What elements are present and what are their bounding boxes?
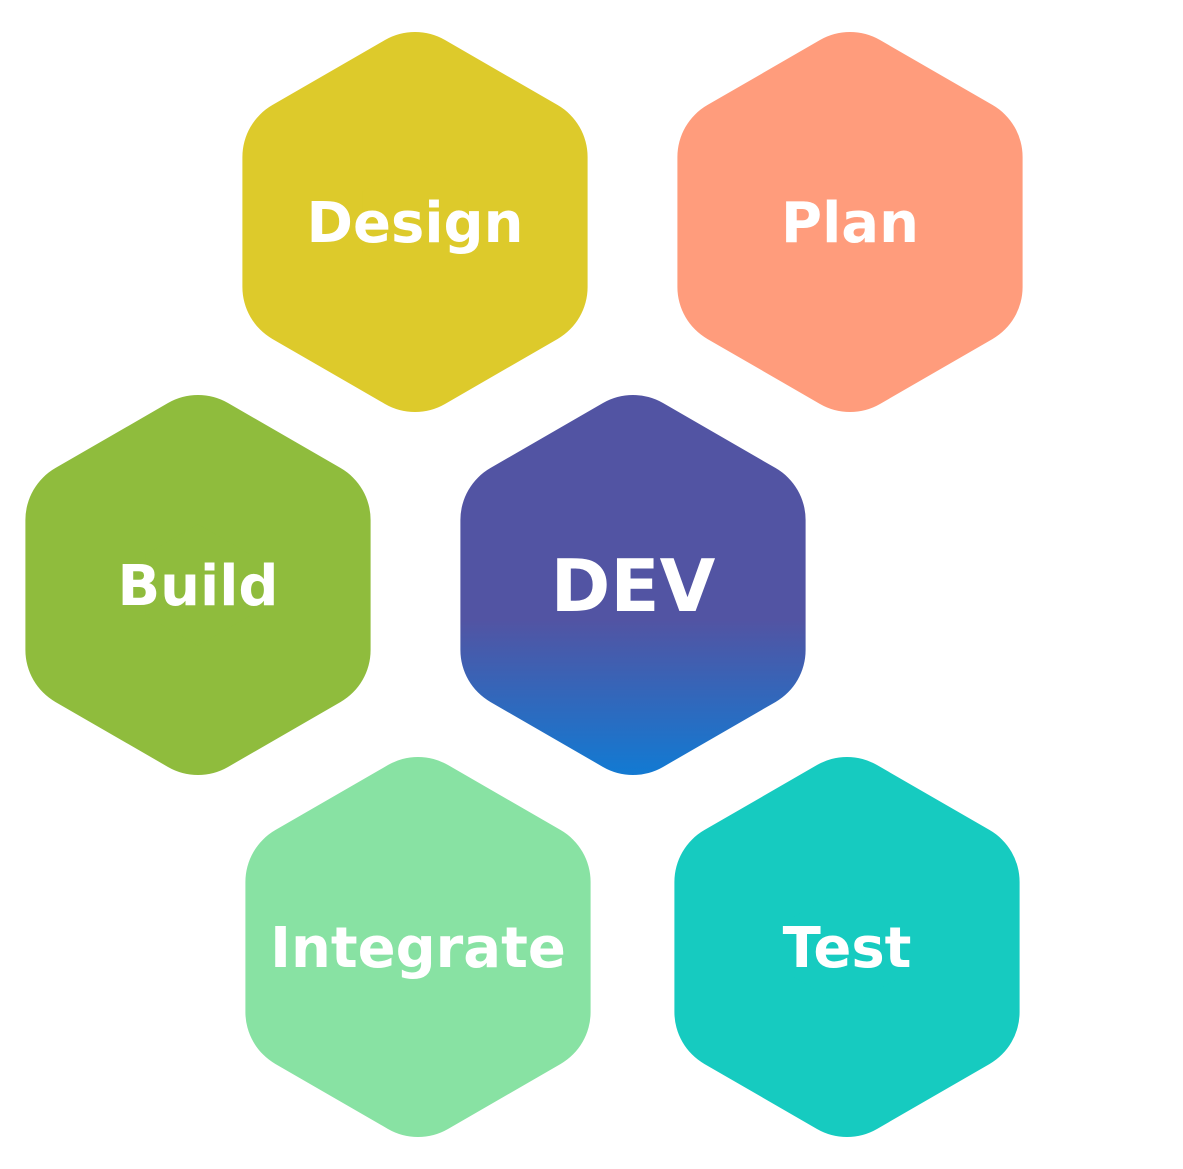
hexagon-shape	[242, 32, 588, 412]
hexagon-shape	[460, 395, 806, 775]
hexagon-shape	[25, 395, 371, 775]
hexagon-label: Plan	[781, 191, 919, 256]
hexagon-label: DEV	[551, 544, 716, 628]
stage-test: Test	[674, 757, 1020, 1137]
stage-build: Build	[25, 395, 371, 775]
stage-plan: Plan	[677, 32, 1023, 412]
stage-integrate: Integrate	[245, 757, 591, 1137]
center-dev: DEV	[460, 395, 806, 775]
hexagon-shape	[674, 757, 1020, 1137]
hexagon-shape	[677, 32, 1023, 412]
hexagon-label: Test	[783, 916, 912, 981]
hexagon-label: Design	[307, 191, 524, 256]
hexagon-shape	[245, 757, 591, 1137]
hexagon-label: Integrate	[270, 916, 566, 981]
stage-design: Design	[242, 32, 588, 412]
hexagon-label: Build	[117, 554, 278, 619]
